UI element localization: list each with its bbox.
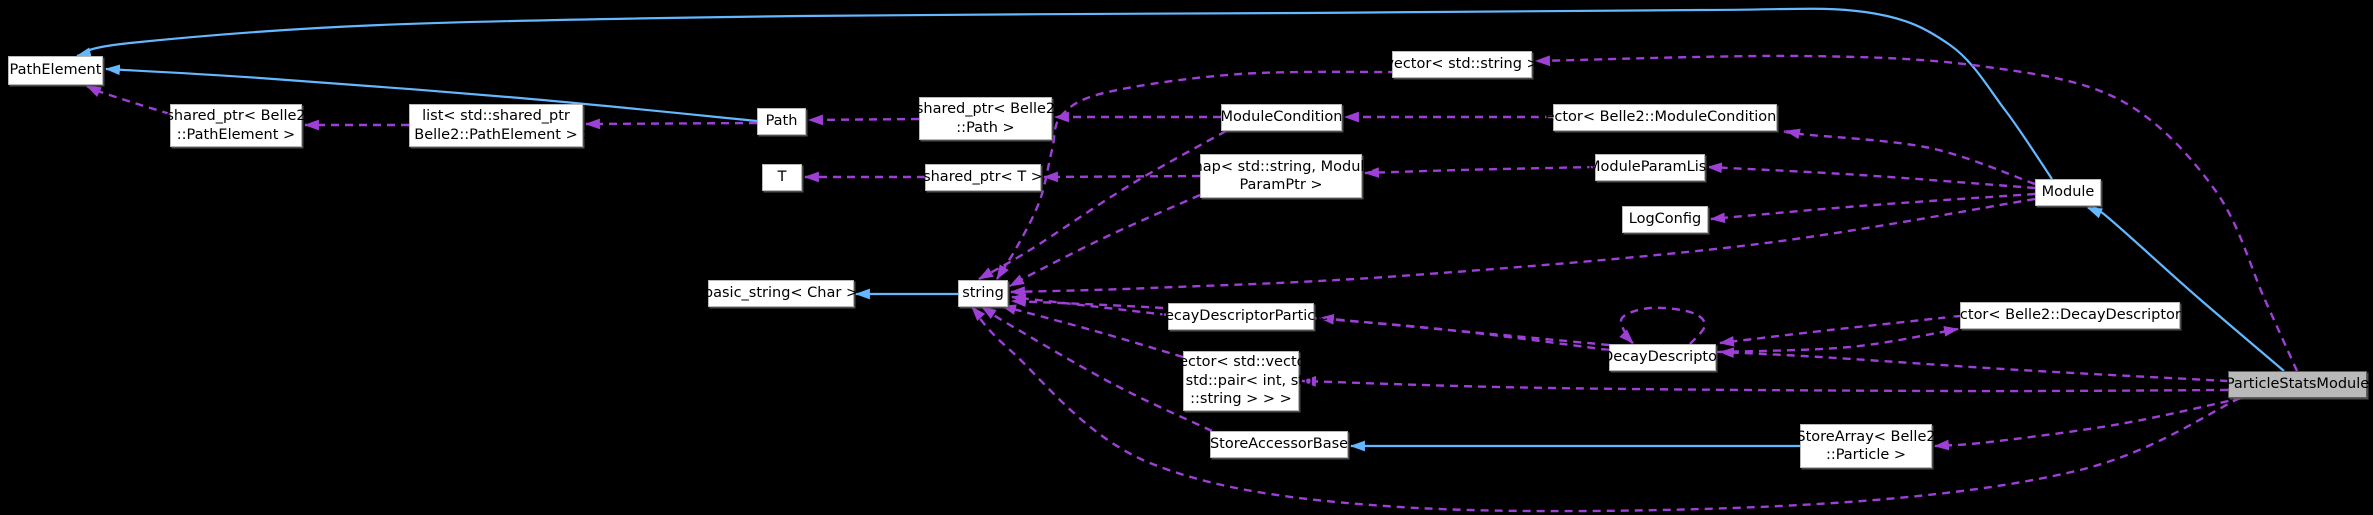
- node-label-line: list< std::shared_ptr: [422, 108, 570, 124]
- edge-DecayDescriptor-to-DecayDescriptor: [1619, 306, 1707, 345]
- node-label-line: shared_ptr< T >: [923, 169, 1043, 186]
- edge-Module-to-string: [1009, 197, 2036, 297]
- node-StoreAccessorBase[interactable]: StoreAccessorBase: [1210, 431, 1348, 458]
- edge-Module-to-ModuleParamList: [1706, 162, 2036, 190]
- node-shared_ptr_T[interactable]: shared_ptr< T >: [923, 164, 1043, 191]
- node-StoreArray_Particle[interactable]: StoreArray< Belle2::Particle >: [1796, 424, 1936, 468]
- node-label-line: vector< Belle2::ModuleCondition >: [1536, 109, 1794, 126]
- node-label-line: Path: [765, 113, 798, 130]
- node-shared_ptr_Path[interactable]: shared_ptr< Belle2::Path >: [915, 97, 1056, 140]
- edge-ParticleStatsModule-to-string: [971, 306, 2241, 513]
- edge-DecayDescriptorParticle-to-string: [1010, 293, 1169, 317]
- node-label-line: basic_string< Char >: [703, 285, 859, 302]
- node-label-line: ParamPtr >: [1239, 177, 1323, 193]
- edge-DecayDescriptor-to-vector_DecayDescriptor: [1716, 326, 1960, 354]
- node-label-line: ParticleStatsModule: [2225, 376, 2370, 393]
- node-label-line: shared_ptr< Belle2: [915, 101, 1056, 117]
- edge-ModuleParamList-to-map_ModuleParamPtr: [1363, 165, 1596, 178]
- edge-ModuleCondition-to-string: [978, 129, 1227, 281]
- node-label-line: StoreArray< Belle2: [1796, 428, 1936, 445]
- node-label-line: map< std::string, Module: [1188, 158, 1374, 175]
- node-ModuleParamList[interactable]: ModuleParamList: [1588, 154, 1712, 181]
- node-vector_string[interactable]: vector< std::string >: [1385, 51, 1539, 78]
- edge-vector_string-to-string: [995, 70, 1397, 280]
- node-PathElement[interactable]: PathElement: [8, 56, 103, 85]
- edge-Module-to-LogConfig: [1709, 192, 2036, 224]
- edge-Module-to-PathElement: [75, 7, 2053, 180]
- node-shared_ptr_PathElement[interactable]: shared_ptr< Belle2::PathElement >: [166, 104, 306, 147]
- node-vector_pair_int_string[interactable]: vector< std::vector< std::pair< int, std…: [1169, 351, 1313, 411]
- node-label-line: ::Path >: [956, 119, 1015, 136]
- node-vector_DecayDescriptor[interactable]: vector< Belle2::DecayDescriptor >: [1942, 302, 2198, 329]
- node-Path[interactable]: Path: [757, 108, 806, 135]
- edge-DecayDescriptor-to-DecayDescriptorParticle: [1318, 313, 1610, 347]
- node-label-line: T: [777, 169, 787, 186]
- edge-vector_pair_int_string-to-string: [1000, 304, 1184, 359]
- node-label-line: vector< Belle2::DecayDescriptor >: [1942, 307, 2198, 324]
- node-label-line: ::Particle >: [1825, 447, 1907, 463]
- edge-StoreAccessorBase-to-string: [981, 305, 1213, 433]
- node-T[interactable]: T: [762, 164, 802, 191]
- edge-ParticleStatsModule-to-vector_pair_int_string: [1300, 376, 2229, 393]
- edge-ParticleStatsModule-to-Module: [2087, 205, 2285, 372]
- node-label-line: string: [962, 285, 1004, 302]
- node-label-line: DecayDescriptor: [1602, 349, 1723, 366]
- edge-Module-to-vector_ModuleCondition: [1783, 128, 2036, 186]
- node-label-line: Module: [2041, 184, 2095, 201]
- node-label-line: shared_ptr< Belle2: [166, 108, 306, 124]
- edge-DecayDescriptor-to-string: [1010, 296, 1610, 352]
- edge-map_ModuleParamPtr-to-string: [1009, 193, 1201, 288]
- node-LogConfig[interactable]: LogConfig: [1622, 206, 1708, 233]
- edge-Path-to-list_shared_ptr_PathElement: [584, 118, 758, 130]
- node-label-line: vector< std::vector: [1170, 354, 1312, 371]
- node-ModuleCondition[interactable]: ModuleCondition: [1221, 104, 1342, 131]
- node-ParticleStatsModule[interactable]: ParticleStatsModule: [2225, 371, 2370, 398]
- node-label-line: ModuleCondition: [1220, 109, 1343, 126]
- edge-map_ModuleParamPtr-to-shared_ptr_T: [1042, 171, 1201, 183]
- edge-vector_DecayDescriptor-to-DecayDescriptor: [1718, 314, 1961, 347]
- edge-ParticleStatsModule-to-StoreArray_Particle: [1933, 396, 2243, 451]
- node-label-line: < Belle2::PathElement > >: [397, 126, 595, 143]
- edge-Path-to-PathElement: [104, 64, 758, 123]
- node-list_shared_ptr_PathElement[interactable]: list< std::shared_ptr< Belle2::PathEleme…: [398, 104, 595, 147]
- node-label-line: ::string > > >: [1190, 391, 1292, 408]
- node-label-line: StoreAccessorBase: [1209, 436, 1349, 453]
- node-label-line: ModuleParamList: [1587, 159, 1713, 176]
- edge-ParticleStatsModule-to-vector_string: [1534, 54, 2299, 372]
- node-Module[interactable]: Module: [2035, 179, 2101, 206]
- node-vector_ModuleCondition[interactable]: vector< Belle2::ModuleCondition >: [1537, 104, 1793, 131]
- node-string[interactable]: string: [958, 280, 1008, 307]
- node-label-line: < std::pair< int, std: [1168, 372, 1314, 389]
- node-label-line: DecayDescriptorParticle: [1153, 308, 1329, 325]
- edge-ParticleStatsModule-to-DecayDescriptor: [1718, 347, 2229, 383]
- node-basic_string_Char[interactable]: basic_string< Char >: [704, 280, 858, 307]
- edge-shared_ptr_PathElement-to-PathElement: [86, 84, 171, 116]
- node-label-line: vector< std::string >: [1385, 56, 1539, 73]
- node-label-line: LogConfig: [1628, 211, 1702, 228]
- node-DecayDescriptor[interactable]: DecayDescriptor: [1602, 344, 1723, 371]
- node-DecayDescriptorParticle[interactable]: DecayDescriptorParticle: [1154, 303, 1328, 330]
- edge-shared_ptr_Path-to-Path: [807, 114, 920, 126]
- node-label-line: ::PathElement >: [176, 126, 296, 143]
- node-label-line: PathElement: [9, 62, 102, 79]
